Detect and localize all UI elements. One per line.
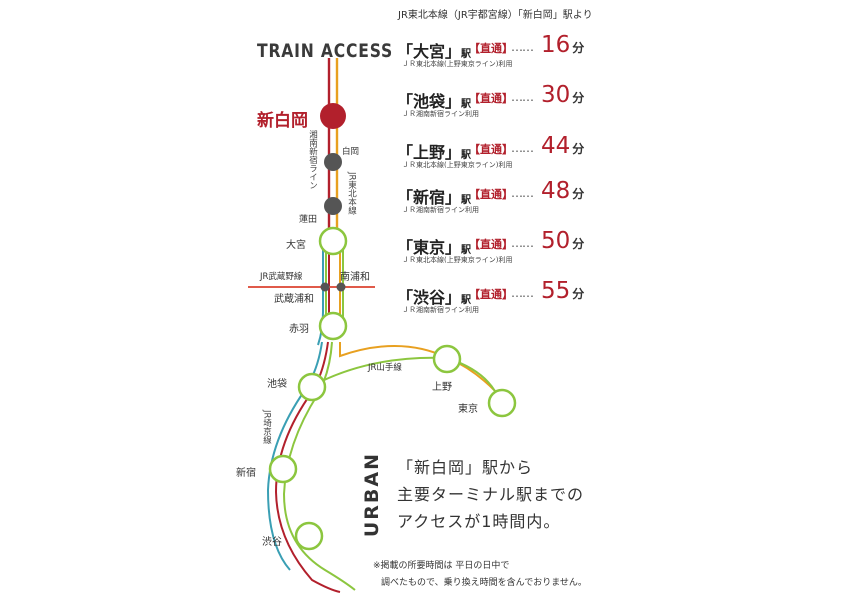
shibuya-label: 渋谷	[262, 537, 282, 548]
route-line-note: ＪＲ東北本線(上野東京ライン)利用	[402, 161, 513, 169]
direct-badge: 【直通】	[469, 288, 513, 301]
ikebukuro-label: 池袋	[267, 379, 287, 390]
leader-dots: ……	[511, 141, 534, 155]
akabane-label: 赤羽	[289, 324, 309, 335]
direct-badge: 【直通】	[469, 92, 513, 105]
station-shinshiraoka	[320, 103, 346, 129]
leader-dots: ……	[511, 186, 534, 200]
musashiurawa-label: 武蔵浦和	[274, 294, 314, 305]
shonan-shinjuku-line-label: 湘南新宿ライン	[307, 130, 318, 190]
yamanote-line-label: JR山手線	[368, 363, 402, 373]
footnote-line-1: ※掲載の所要時間は 平日の日中で	[373, 561, 510, 571]
station-shiraoka	[324, 153, 342, 171]
home-station-label: 新白岡	[257, 111, 308, 131]
direct-badge: 【直通】	[469, 238, 513, 251]
station-musashiurawa	[320, 282, 330, 292]
message-line-2: 主要ターミナル駅までの	[397, 485, 585, 504]
message-line-3: アクセスが1時間内。	[397, 512, 561, 531]
route-line-note: ＪＲ湘南新宿ライン利用	[402, 110, 479, 118]
minamiurawa-label: 南浦和	[340, 272, 370, 283]
page-title: TRAIN ACCESS	[257, 40, 394, 62]
urban-label: URBAN	[361, 452, 383, 538]
route-station: 「上野」駅	[397, 143, 472, 162]
station-hasuda	[324, 197, 342, 215]
leader-dots: ……	[511, 40, 534, 54]
route-line-note: ＪＲ東北本線(上野東京ライン)利用	[402, 60, 513, 68]
leader-dots: ……	[511, 286, 534, 300]
station-ueno	[432, 344, 462, 374]
station-shibuya	[294, 521, 324, 551]
east-orange	[339, 342, 506, 403]
leader-dots: ……	[511, 236, 534, 250]
route-station: 「東京」駅	[397, 238, 472, 257]
message-line-1: 「新白岡」駅から	[397, 458, 534, 477]
yamanote-green	[311, 356, 448, 387]
route-line-note: ＪＲ東北本線(上野東京ライン)利用	[402, 256, 513, 264]
saikyo-line-label: JR埼京線	[261, 410, 272, 444]
route-station: 「池袋」駅	[397, 92, 472, 111]
shinjuku-label: 新宿	[236, 468, 256, 479]
station-tokyo	[487, 388, 517, 418]
direct-badge: 【直通】	[469, 143, 513, 156]
tokyo-label: 東京	[458, 404, 478, 415]
direct-badge: 【直通】	[469, 42, 513, 55]
tohoku-line-label: JR東北本線	[346, 172, 357, 215]
footnote-line-2: 調べたもので、乗り換え時間を含んでおりません。	[381, 578, 587, 588]
route-line-note: ＪＲ湘南新宿ライン利用	[402, 206, 479, 214]
ueno-label: 上野	[432, 382, 452, 393]
station-minamiurawa	[336, 282, 346, 292]
station-akabane	[318, 311, 348, 341]
station-ikebukuro	[297, 372, 327, 402]
omiya-label: 大宮	[286, 240, 306, 251]
route-line-note: ＪＲ湘南新宿ライン利用	[402, 306, 479, 314]
hasuda-label: 蓮田	[299, 215, 318, 225]
station-shinjuku	[268, 454, 298, 484]
leader-dots: ……	[511, 90, 534, 104]
route-station: 「渋谷」駅	[397, 288, 472, 307]
route-station: 「新宿」駅	[397, 188, 472, 207]
station-omiya	[318, 226, 348, 256]
route-station: 「大宮」駅	[397, 42, 472, 61]
source-note: JR東北本線（JR宇都宮線）「新白岡」駅より	[398, 10, 593, 21]
shiraoka-label: 白岡	[342, 147, 360, 157]
direct-badge: 【直通】	[469, 188, 513, 201]
musashino-line-label: JR武蔵野線	[260, 272, 303, 282]
